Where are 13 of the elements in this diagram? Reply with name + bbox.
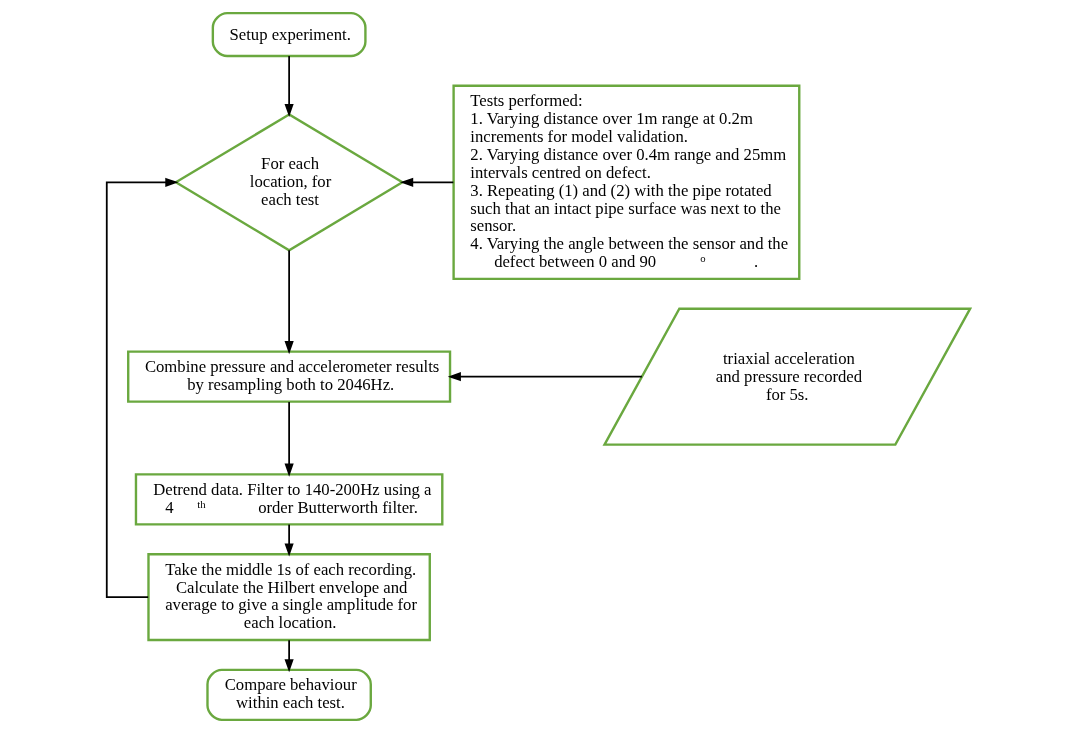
arrow: [284, 639, 294, 673]
arrow: [284, 55, 294, 118]
arrow: [284, 523, 294, 557]
arrow: [284, 401, 294, 477]
arrow: [105, 177, 178, 599]
node-box: Compare behaviour within each test.: [205, 668, 372, 722]
arrow: [284, 249, 294, 355]
arrow: [447, 372, 643, 382]
arrow: [399, 177, 454, 187]
node-box: Combine pressure and accelerometer results by resampling both to 2046Hz.: [126, 350, 451, 403]
node-box: Setup experiment.: [211, 11, 367, 58]
node-diamond: For each location, for each test: [173, 113, 405, 252]
node-box: Take the middle 1s of each recording. Calculate the Hilbert envelope and average to give a single amplitude for each location.: [146, 553, 431, 642]
